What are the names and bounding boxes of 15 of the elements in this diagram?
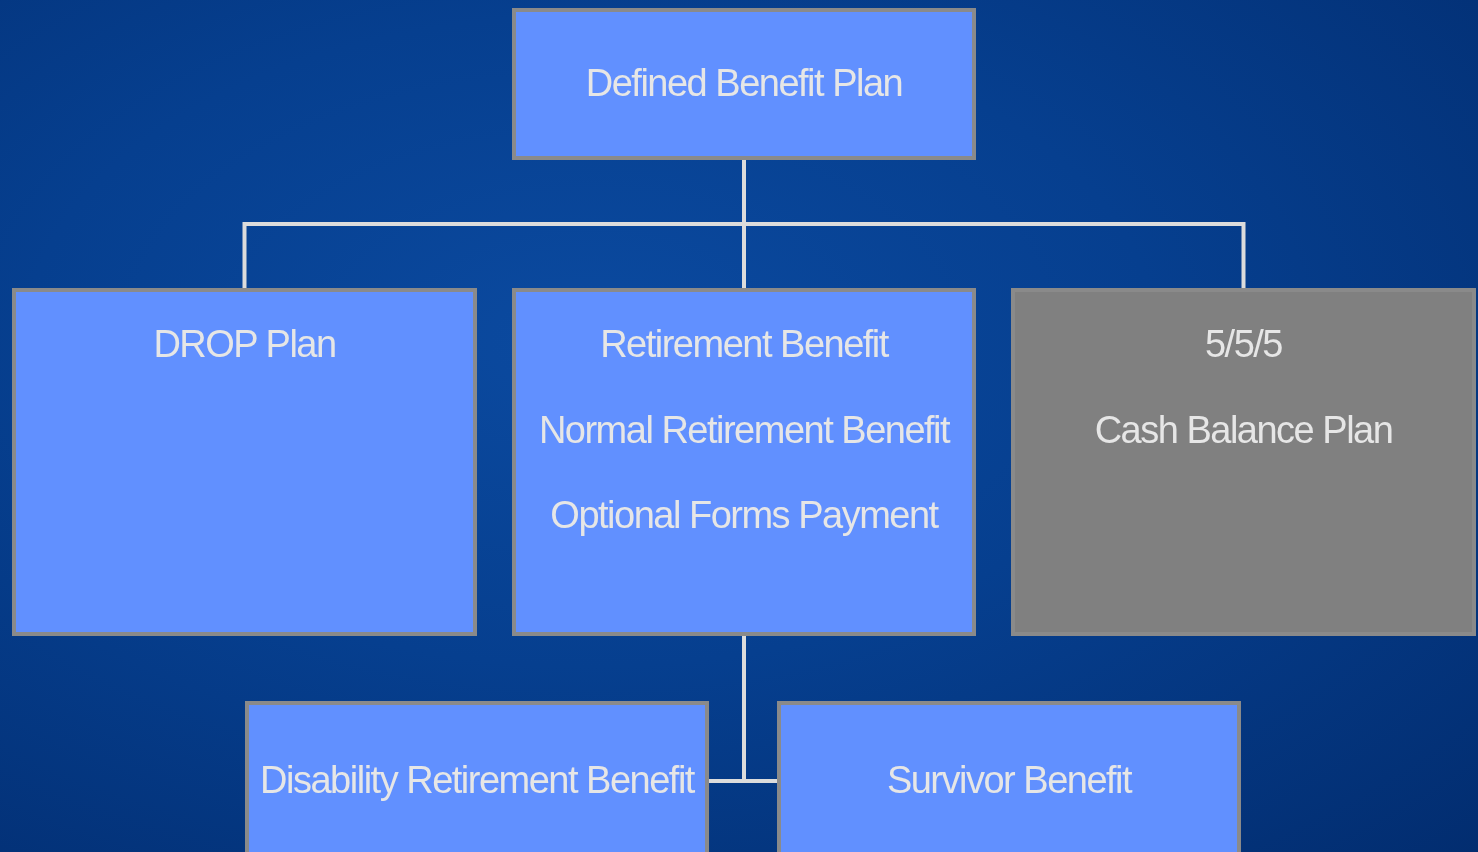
box-text: Optional Forms Payment (550, 493, 938, 539)
plan-box (1011, 288, 1476, 636)
box-label: Disability Retirement Benefit (260, 758, 694, 804)
box-text: Normal Retirement Benefit (538, 407, 950, 453)
benefit-box (512, 288, 976, 636)
box-text: Cash Balance Plan (1094, 407, 1393, 453)
box-label: DROP Plan (153, 322, 336, 367)
box-text: Retirement Benefit (600, 322, 888, 367)
box-label: Survivor Benefit (886, 758, 1132, 804)
benefit-box (245, 701, 709, 852)
benefit-box (777, 701, 1241, 852)
plan-box (12, 288, 477, 636)
plan-box (512, 8, 976, 160)
box-text: 5/5/5 (1205, 322, 1282, 367)
box-label: Defined Benefit Plan (585, 61, 903, 107)
